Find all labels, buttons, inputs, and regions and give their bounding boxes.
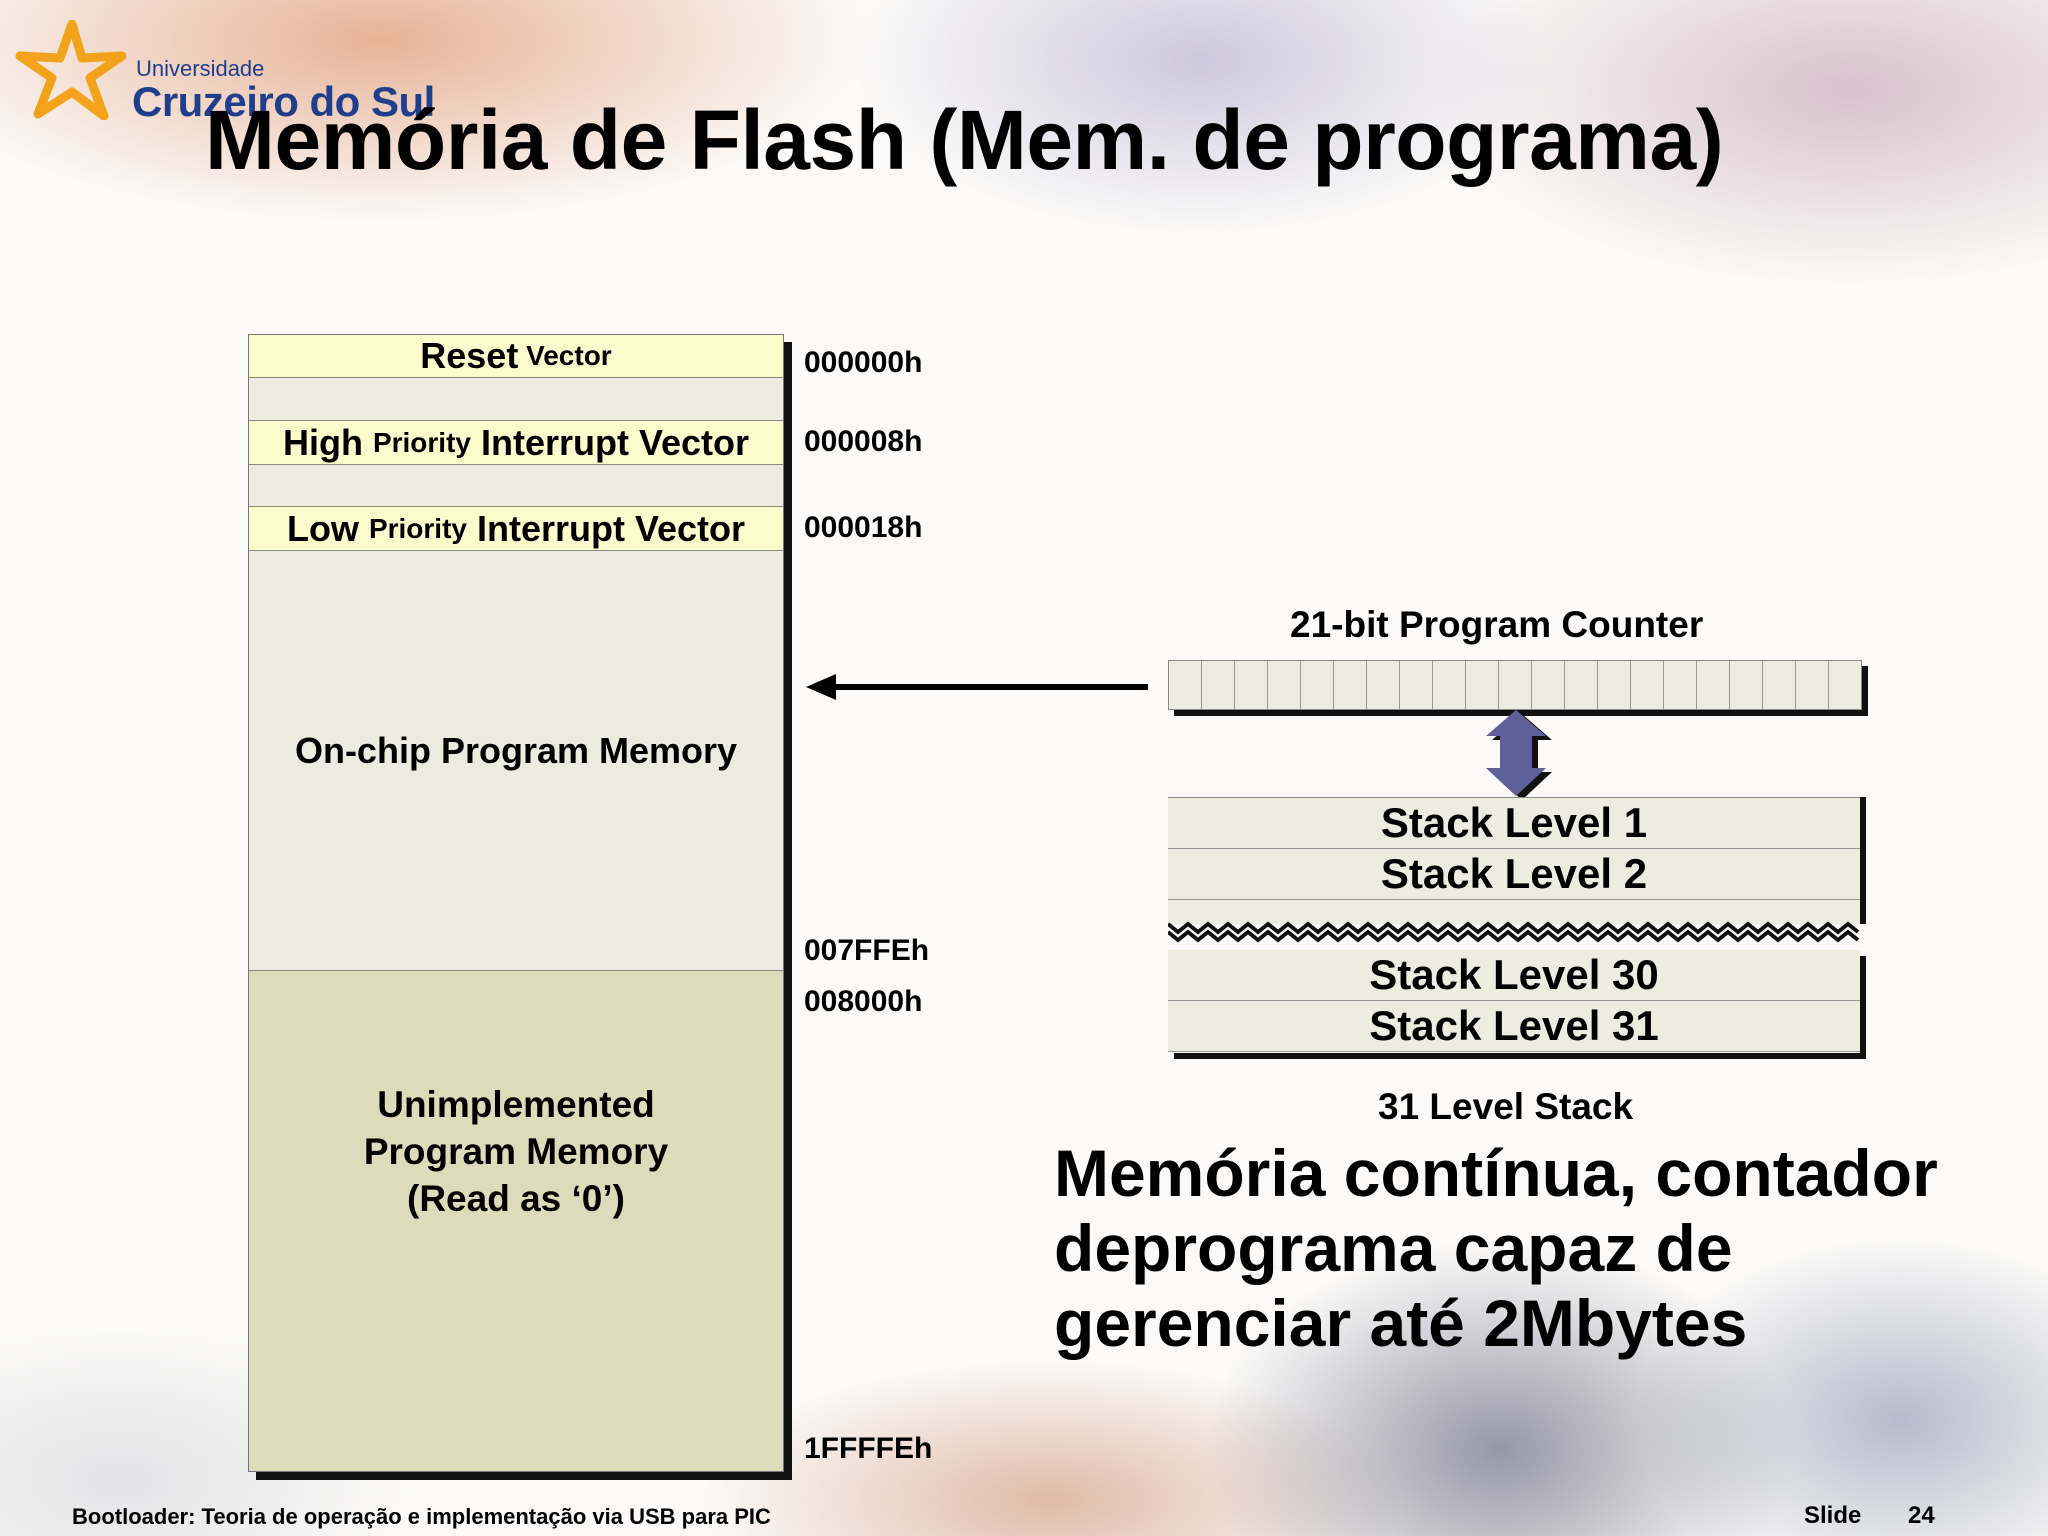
- pc-bit-cell: [1532, 661, 1565, 709]
- body-line: deprograma capaz de: [1054, 1211, 1733, 1285]
- pc-bit-cell: [1301, 661, 1334, 709]
- pc-bit-cell: [1268, 661, 1301, 709]
- unimplemented-memory-region: Unimplemented Program Memory (Read as ‘0…: [249, 971, 783, 1471]
- stack-level-2: Stack Level 2: [1168, 849, 1860, 900]
- pc-bit-cell: [1565, 661, 1598, 709]
- address-label: 007FFEh: [804, 934, 930, 967]
- address-label: 008000h: [804, 985, 923, 1018]
- slide-title: Memória de Flash (Mem. de programa): [205, 93, 1724, 187]
- stack-level-31: Stack Level 31: [1168, 1001, 1860, 1052]
- stack-level-1: Stack Level 1: [1168, 798, 1860, 849]
- slide-label: Slide: [1804, 1502, 1862, 1529]
- stack-top-block: Stack Level 1 Stack Level 2: [1168, 797, 1860, 924]
- pc-bit-cell: [1235, 661, 1268, 709]
- body-line: Memória contínua, contador: [1054, 1136, 1938, 1210]
- double-arrow-icon: [1486, 710, 1552, 800]
- unimpl-line: (Read as ‘0’): [407, 1177, 625, 1219]
- stack-gap-row: [1168, 900, 1860, 924]
- memory-gap: [249, 465, 783, 507]
- program-counter-register: [1168, 660, 1862, 710]
- program-counter-label: 21-bit Program Counter: [1290, 604, 1704, 645]
- pc-bit-cell: [1202, 661, 1235, 709]
- memory-gap: [249, 378, 783, 421]
- pc-bit-cell: [1499, 661, 1532, 709]
- pc-bit-cell: [1697, 661, 1730, 709]
- reset-vector-region: Reset Vector: [249, 335, 783, 378]
- pc-bit-cell: [1631, 661, 1664, 709]
- footer-text: Bootloader: Teoria de operação e impleme…: [72, 1504, 771, 1529]
- pc-bit-cell: [1334, 661, 1367, 709]
- unimpl-line: Program Memory: [363, 1130, 669, 1172]
- address-label: 000018h: [804, 511, 923, 544]
- pc-bit-cell: [1367, 661, 1400, 709]
- address-label: 1FFFFEh: [804, 1432, 933, 1465]
- low-priority-vector-region: Low Priority Interrupt Vector: [249, 507, 783, 551]
- stack-bottom-block: Stack Level 30 Stack Level 31: [1168, 950, 1860, 1053]
- body-text: Memória contínua, contador deprograma ca…: [1054, 1136, 1938, 1361]
- address-label: 000000h: [804, 346, 923, 379]
- university-logo: Universidade Cruzeiro do Sul: [14, 20, 454, 125]
- pc-bit-cell: [1796, 661, 1829, 709]
- stack-caption: 31 Level Stack: [1378, 1086, 1634, 1127]
- body-line: gerenciar até 2Mbytes: [1054, 1286, 1748, 1360]
- left-arrow-icon: [806, 674, 1148, 700]
- program-memory-map: Reset Vector High Priority Interrupt Vec…: [248, 334, 784, 1472]
- pc-bit-cell: [1829, 661, 1861, 709]
- stack-level-30: Stack Level 30: [1168, 950, 1860, 1001]
- stack-break-icon: [1168, 921, 1860, 943]
- high-priority-vector-region: High Priority Interrupt Vector: [249, 421, 783, 465]
- pc-bit-cell: [1433, 661, 1466, 709]
- on-chip-memory-region: On-chip Program Memory: [249, 551, 783, 971]
- pc-bit-cell: [1664, 661, 1697, 709]
- pc-bit-cell: [1763, 661, 1796, 709]
- pc-bit-cell: [1400, 661, 1433, 709]
- logo-university-text: Universidade: [136, 56, 265, 81]
- unimpl-line: Unimplemented: [377, 1083, 655, 1125]
- star-logo-icon: [15, 20, 127, 120]
- pc-bit-cell: [1169, 661, 1202, 709]
- pc-bit-cell: [1730, 661, 1763, 709]
- pc-bit-cell: [1598, 661, 1631, 709]
- address-label: 000008h: [804, 425, 923, 458]
- slide-number: 24: [1908, 1502, 1935, 1529]
- logo-name-text: Cruzeiro do Sul: [132, 78, 435, 125]
- pc-bit-cell: [1466, 661, 1499, 709]
